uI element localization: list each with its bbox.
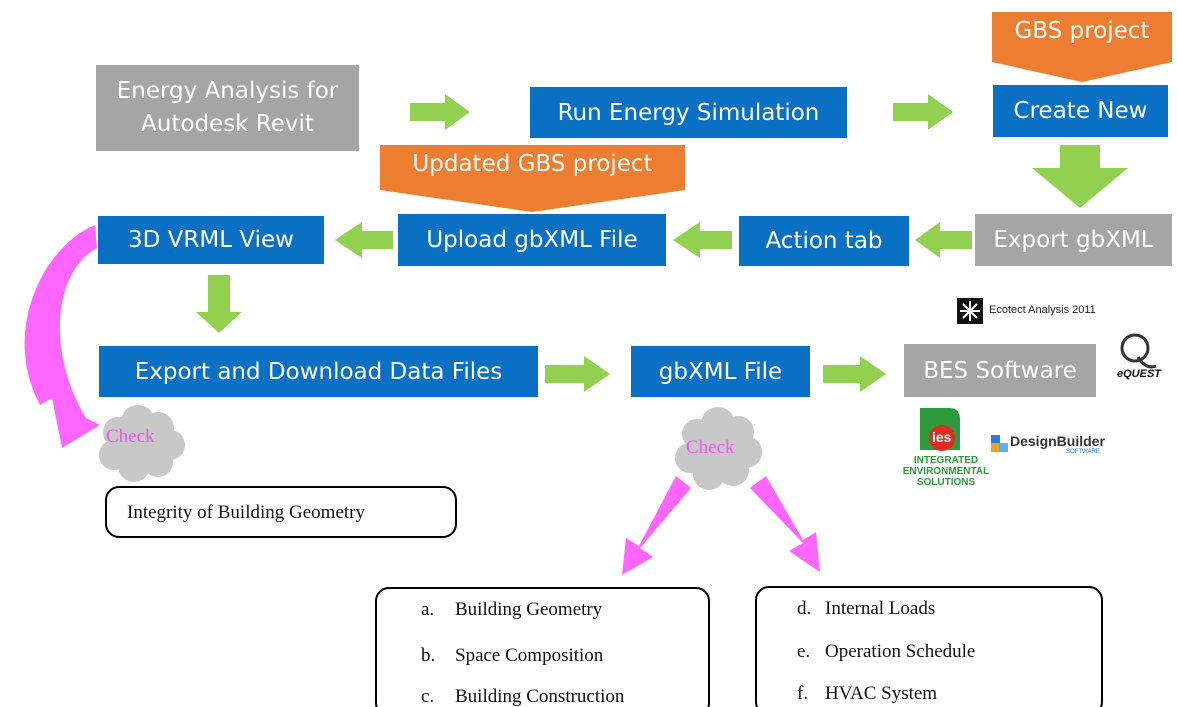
integrity-note-text: Integrity of Building Geometry xyxy=(127,502,365,523)
gbs-project-banner: GBS project xyxy=(992,12,1172,62)
create-new-box: Create New xyxy=(993,85,1168,137)
right-item-3-marker: f. xyxy=(797,683,809,704)
arrow-run-to-create xyxy=(893,94,953,130)
export-gbxml-label: Export gbXML xyxy=(993,227,1154,253)
arrow-create-to-export xyxy=(1032,145,1128,208)
updated-gbs-label: Updated GBS project xyxy=(412,151,653,177)
designbuilder-square-1 xyxy=(991,435,1000,444)
arrow-vrml-to-export xyxy=(196,275,242,333)
magenta-curved-arrow xyxy=(24,225,100,448)
export-download-label: Export and Download Data Files xyxy=(134,358,503,385)
check-middle-label: Check xyxy=(686,437,735,458)
ies-logo-circle xyxy=(929,425,955,451)
gbs-project-banner-shape xyxy=(992,12,1172,82)
equest-logo-tail xyxy=(1136,356,1157,369)
energy-analysis-line1: Energy Analysis for xyxy=(116,78,339,104)
export-gbxml-box: Export gbXML xyxy=(975,214,1172,266)
action-tab-label: Action tab xyxy=(765,228,883,254)
ecotect-star xyxy=(960,301,980,321)
create-new-label: Create New xyxy=(1013,98,1148,124)
right-item-2-text: Operation Schedule xyxy=(825,641,976,662)
ies-logo-line2: ENVIRONMENTAL xyxy=(902,466,990,477)
vrml-view-box: 3D VRML View xyxy=(98,216,324,264)
designbuilder-logo-label: DesignBuilder xyxy=(1010,433,1105,449)
designbuilder-square-3 xyxy=(991,443,999,452)
left-item-2-marker: b. xyxy=(421,645,436,666)
cloud-left xyxy=(99,405,185,482)
arrow-action-to-upload xyxy=(673,222,732,258)
upload-gbxml-label: Upload gbXML File xyxy=(426,227,638,253)
updated-gbs-banner-shape xyxy=(380,145,685,212)
arrow-export-to-gbxml xyxy=(545,356,610,392)
check-left-label: Check xyxy=(106,426,155,447)
left-item-1-marker: a. xyxy=(421,599,435,620)
magenta-arrow-left xyxy=(622,476,691,575)
left-item-1-text: Building Geometry xyxy=(455,599,603,620)
bes-software-label: BES Software xyxy=(923,357,1077,384)
upload-gbxml-box: Upload gbXML File xyxy=(398,214,666,266)
arrow-energy-to-run xyxy=(410,94,470,130)
left-item-3-marker: c. xyxy=(421,686,435,707)
arrow-gbxml-to-bes xyxy=(823,356,886,392)
equest-logo-label: eQUEST xyxy=(1117,368,1162,380)
run-energy-simulation-box: Run Energy Simulation xyxy=(530,87,847,138)
designbuilder-square-2 xyxy=(999,443,1008,452)
gbxml-file-box: gbXML File xyxy=(631,346,810,397)
ecotect-logo-label: Ecotect Analysis 2011 xyxy=(989,304,1096,316)
action-tab-box: Action tab xyxy=(739,216,909,266)
bes-software-box: BES Software xyxy=(904,344,1096,397)
energy-analysis-box: Energy Analysis for Autodesk Revit xyxy=(96,65,359,151)
left-checklist-note: a. Building Geometry b. Space Compositio… xyxy=(375,587,710,707)
right-item-3-text: HVAC System xyxy=(825,683,938,704)
cloud-middle xyxy=(675,407,762,490)
right-item-1-text: Internal Loads xyxy=(825,598,936,619)
ies-logo-line3: SOLUTIONS xyxy=(916,477,976,488)
ies-logo-line1: INTEGRATED xyxy=(913,455,979,466)
vrml-view-label: 3D VRML View xyxy=(128,227,294,253)
equest-logo-ring xyxy=(1120,333,1150,363)
left-item-3-text: Building Construction xyxy=(455,686,625,707)
magenta-arrow-right xyxy=(750,476,820,572)
designbuilder-logo-sub: SOFTWARE xyxy=(1066,449,1100,455)
arrow-exportgbxml-to-action xyxy=(915,222,972,258)
right-item-1-marker: d. xyxy=(797,598,812,619)
right-checklist-note: d. Internal Loads e. Operation Schedule … xyxy=(755,586,1103,707)
energy-analysis-line2: Autodesk Revit xyxy=(141,111,314,137)
updated-gbs-banner: Updated GBS project xyxy=(380,145,685,190)
gbs-project-label: GBS project xyxy=(1014,18,1150,44)
integrity-note: Integrity of Building Geometry xyxy=(105,486,457,538)
arrow-upload-to-vrml xyxy=(335,222,393,258)
left-item-2-text: Space Composition xyxy=(455,645,604,666)
ies-logo-mark-label: ies xyxy=(932,429,952,445)
export-download-box: Export and Download Data Files xyxy=(99,346,538,397)
gbxml-file-label: gbXML File xyxy=(658,358,783,385)
run-energy-simulation-label: Run Energy Simulation xyxy=(557,99,820,126)
right-item-2-marker: e. xyxy=(797,641,811,662)
